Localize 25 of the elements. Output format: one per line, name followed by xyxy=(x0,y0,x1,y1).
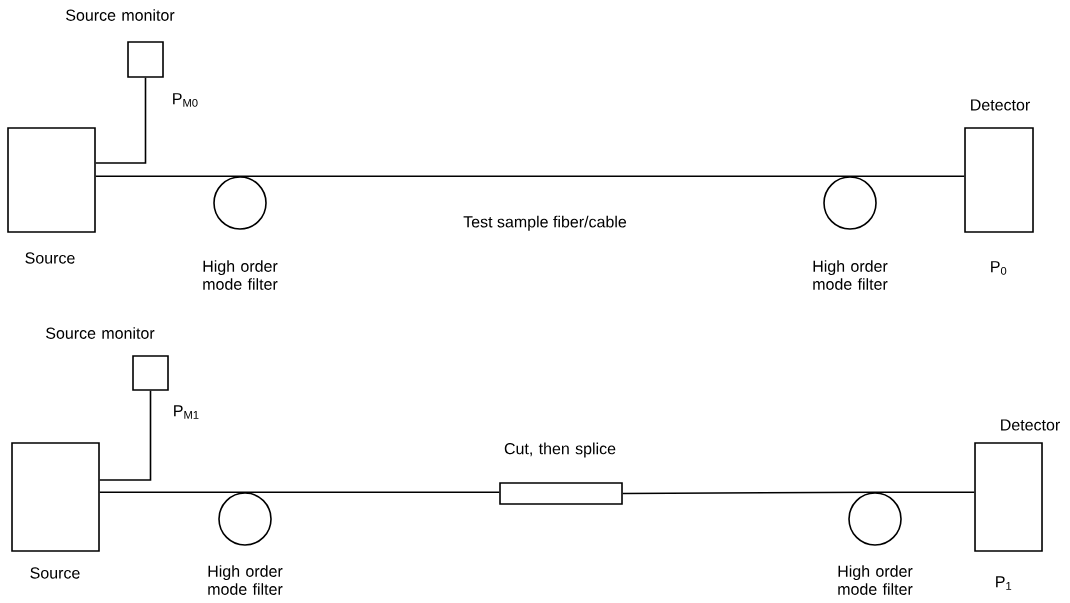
node-label: Detector xyxy=(971,99,1030,111)
fiber-line xyxy=(99,491,246,493)
node-label: Source monitor xyxy=(46,327,155,339)
edge-label: Test sample fiber/cable xyxy=(463,215,627,231)
node-label: High order mode filter xyxy=(208,565,283,595)
power-label: P$_{1}$ xyxy=(996,576,1012,590)
fiber-line xyxy=(244,491,500,493)
fiber-line xyxy=(239,175,851,177)
fiber-line xyxy=(849,175,965,177)
node-label: High order mode filter xyxy=(838,565,913,595)
power-label: P$_{M1}$ xyxy=(174,405,199,419)
node-label: Source monitor xyxy=(66,9,175,21)
node-label: Source xyxy=(25,252,75,264)
node-label: High order mode filter xyxy=(813,260,888,290)
fiber-line xyxy=(874,491,975,493)
node-label: Detector xyxy=(1001,419,1060,431)
fiber-line xyxy=(95,175,241,177)
node-label: Cut, then splice xyxy=(504,442,616,458)
fiber-line xyxy=(95,77,147,164)
power-label: P$_{M0}$ xyxy=(173,93,198,107)
fiber-line xyxy=(622,491,876,495)
node-label: High order mode filter xyxy=(203,260,278,290)
fiber-line xyxy=(99,390,152,481)
power-label: P$_{0}$ xyxy=(991,261,1007,275)
node-label: Source xyxy=(30,567,80,579)
